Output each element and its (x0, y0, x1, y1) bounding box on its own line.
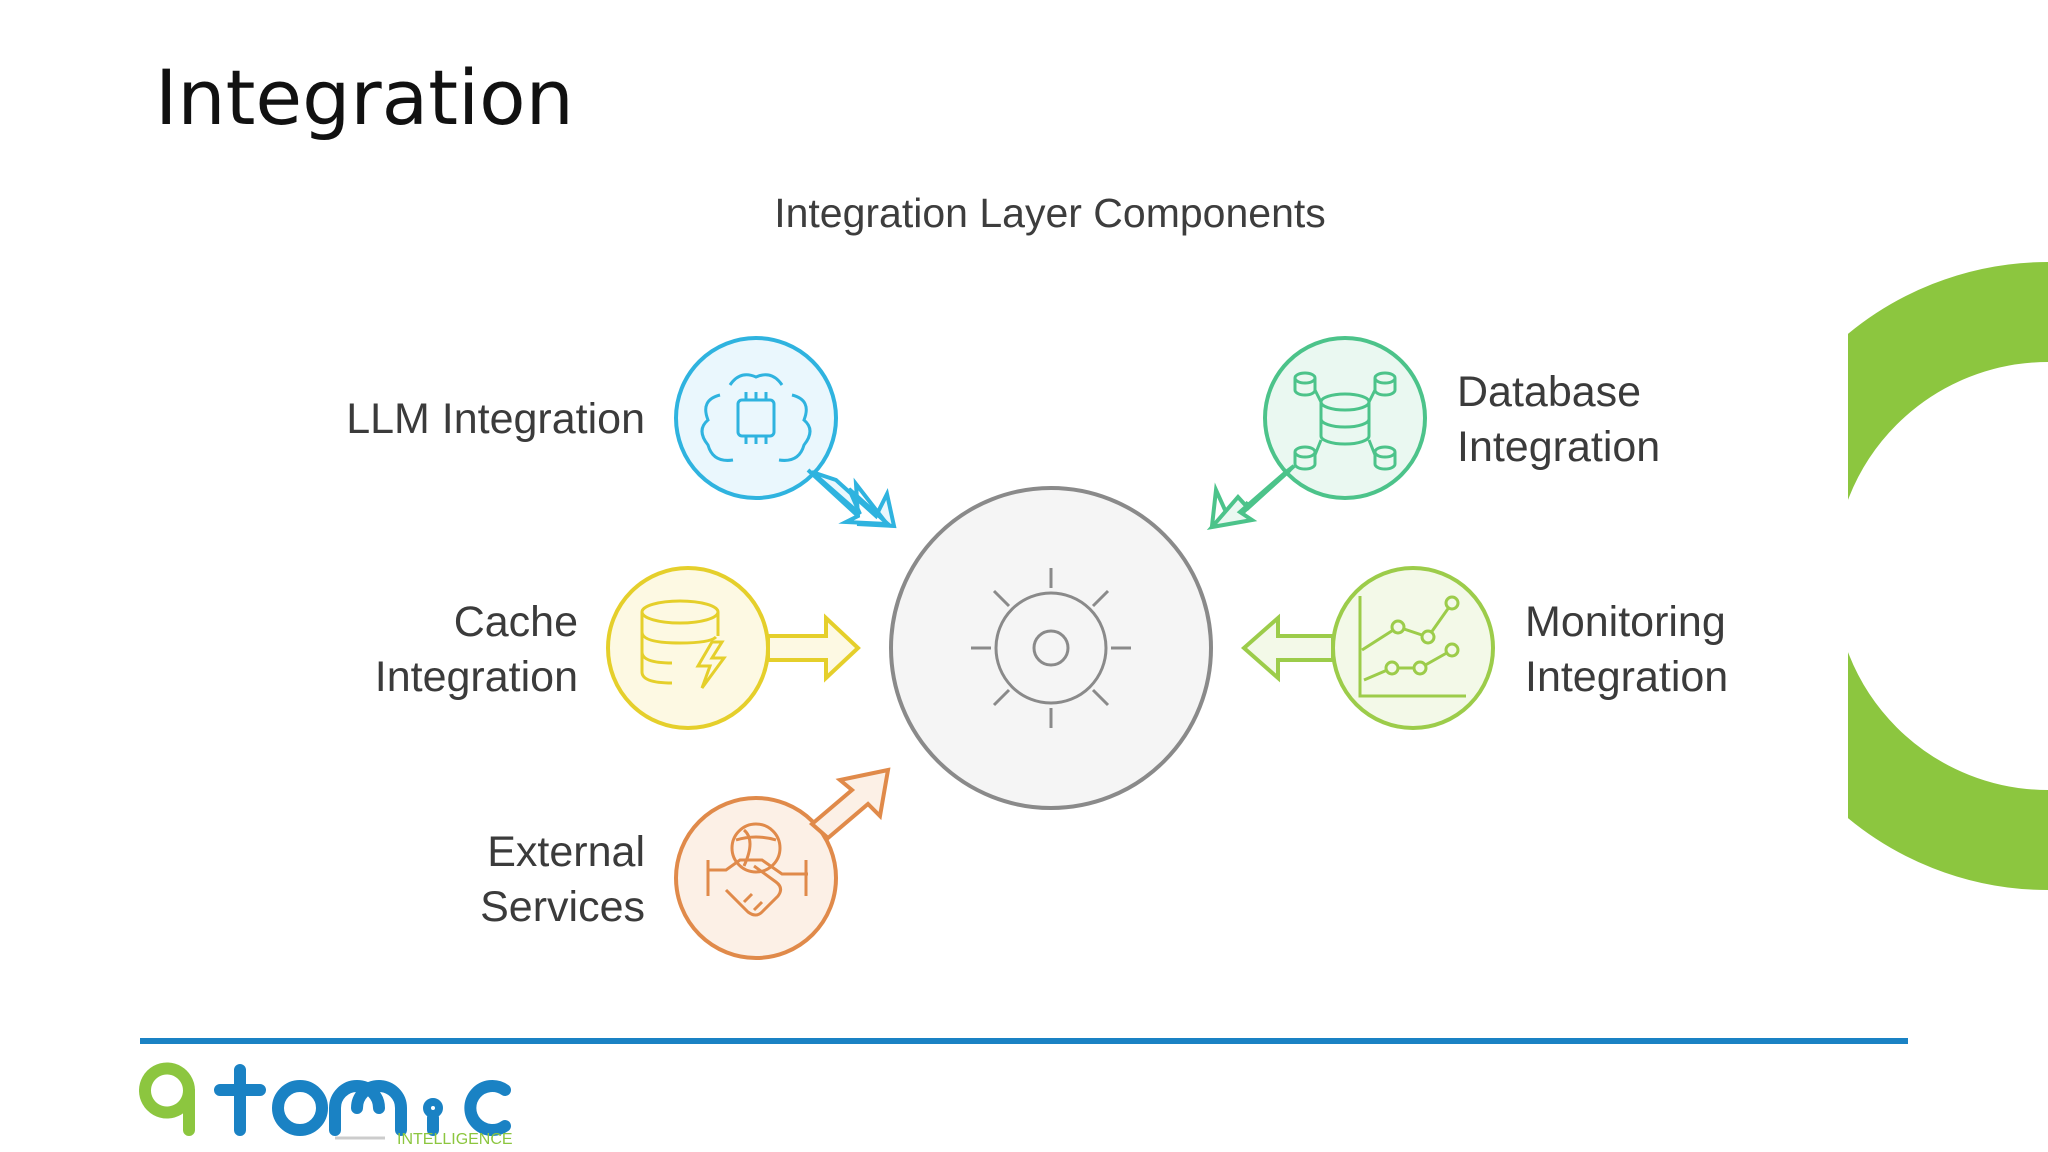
gear-icon (971, 568, 1131, 728)
monitoring-integration-node (1240, 566, 1495, 730)
llm-integration-node (674, 336, 897, 529)
database-network-icon (1293, 371, 1397, 471)
label-external-services: External Services (480, 828, 645, 931)
handshake-globe-icon (706, 822, 808, 917)
label-database-integration: Database Integration (1457, 368, 1661, 471)
external-services-node (674, 767, 891, 960)
label-llm-integration: LLM Integration (346, 395, 645, 443)
center-hub (889, 486, 1213, 810)
footer-divider (140, 1038, 1908, 1044)
cache-integration-node (606, 566, 861, 730)
label-monitoring-integration: Monitoring Integration (1525, 598, 1729, 701)
diagram-title: Integration Layer Components (774, 190, 1326, 236)
database-integration-node (1206, 336, 1427, 530)
database-lightning-icon (640, 599, 727, 689)
atomic-intelligence-logo: INTELLIGENCE (139, 1062, 513, 1148)
svg-text:INTELLIGENCE: INTELLIGENCE (397, 1131, 513, 1148)
slide-title: Integration (155, 53, 574, 142)
label-cache-integration: Cache Integration (374, 598, 578, 701)
line-chart-icon (1358, 595, 1466, 698)
brain-chip-icon (700, 373, 812, 462)
